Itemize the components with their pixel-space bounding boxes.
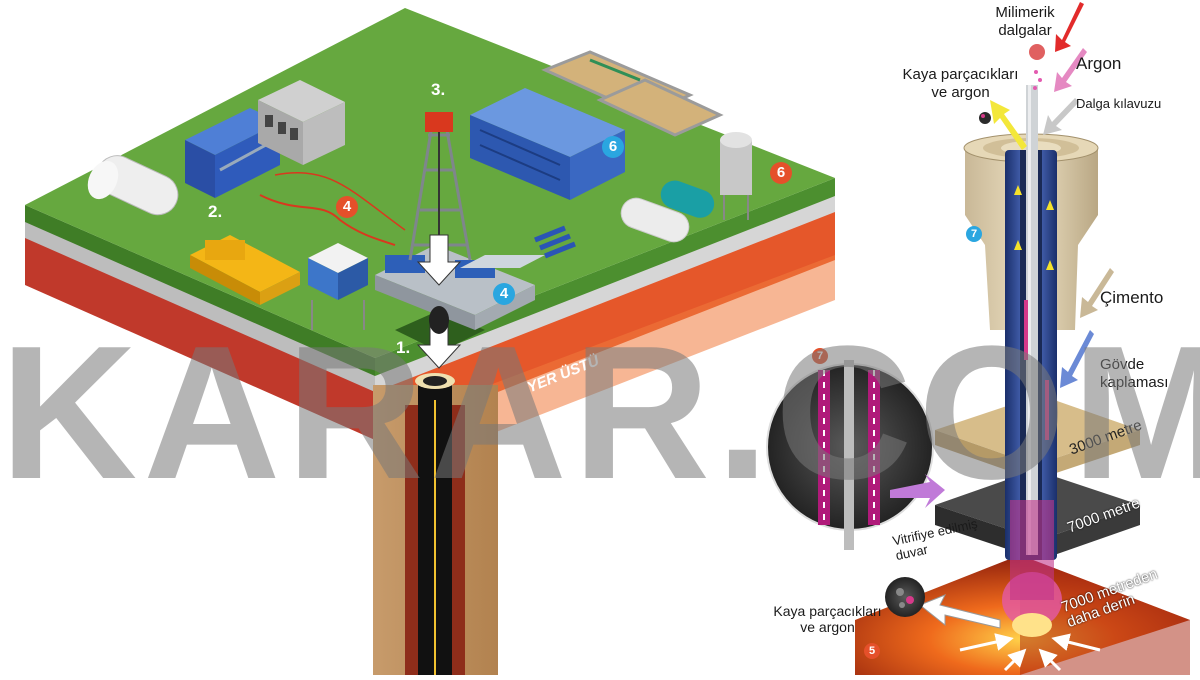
settling-ponds	[541, 50, 724, 137]
argon-dots	[1024, 70, 1049, 440]
millimeter-waves-label: Milimerik dalgalar	[995, 4, 1055, 39]
power-cable	[259, 194, 396, 246]
soil-layer-right	[375, 205, 835, 440]
badge-6-silo: 6	[770, 162, 792, 184]
grass-edge-right	[375, 178, 835, 376]
derrick-top	[425, 112, 453, 132]
control-cabinet	[258, 80, 345, 165]
soil-glow	[450, 255, 835, 450]
particles-icon-top	[979, 112, 991, 124]
control-house	[308, 243, 368, 330]
cement-arrow	[1080, 268, 1114, 318]
badge-7-zoom: 7	[812, 348, 828, 364]
rock-particles-bottom-label: Kaya parçacıkları ve argon	[773, 603, 882, 635]
waveguide-arrow	[1043, 98, 1079, 135]
rock-particles-top-label: Kaya parçacıkları ve argon	[902, 66, 1019, 101]
grass-edge-left	[25, 205, 375, 376]
step-1-label: 1.	[396, 338, 411, 357]
soil-layer-left	[25, 232, 375, 440]
badge-4-power: 4	[336, 196, 358, 218]
power-cable-2	[274, 172, 406, 231]
badge-6-plant: 6	[602, 136, 624, 158]
step-2-label: 2.	[208, 202, 223, 221]
badge-4-platform: 4	[493, 283, 515, 305]
cement-label: Çimento	[1100, 288, 1164, 307]
badge-7-cement: 7	[966, 226, 982, 242]
generator	[190, 235, 300, 305]
pipe-bundle	[534, 225, 576, 259]
particles-circle-bottom	[885, 577, 925, 617]
zoom-circle	[766, 360, 934, 550]
flow-arrows	[1014, 185, 1054, 270]
borehole	[373, 373, 498, 675]
gray-layer-right	[375, 193, 835, 392]
storage-tanks	[620, 180, 715, 243]
vitrified-arrow	[890, 474, 945, 508]
casing-arrow	[1060, 330, 1094, 388]
down-arrows	[416, 234, 462, 369]
solar-panel	[460, 255, 545, 268]
argon-label: Argon	[1076, 54, 1122, 73]
argon-arrow	[1054, 48, 1087, 92]
badge-5-magma: 5	[864, 643, 880, 659]
gray-layer-left	[25, 220, 375, 392]
mm-wave-arrow	[1055, 2, 1084, 52]
particles-arrow-bottom	[919, 594, 1001, 629]
casing-label: Gövde kaplaması	[1100, 356, 1169, 391]
step-3-label: 3.	[431, 80, 446, 99]
particles-arrow-top	[990, 100, 1027, 150]
drill-bit	[429, 306, 449, 334]
silo	[720, 132, 752, 220]
heat-arrows	[959, 633, 1101, 672]
waveguide-label: Dalga kılavuzu	[1076, 96, 1162, 111]
gas-tank	[87, 155, 179, 216]
wave-emitter	[1029, 44, 1045, 60]
